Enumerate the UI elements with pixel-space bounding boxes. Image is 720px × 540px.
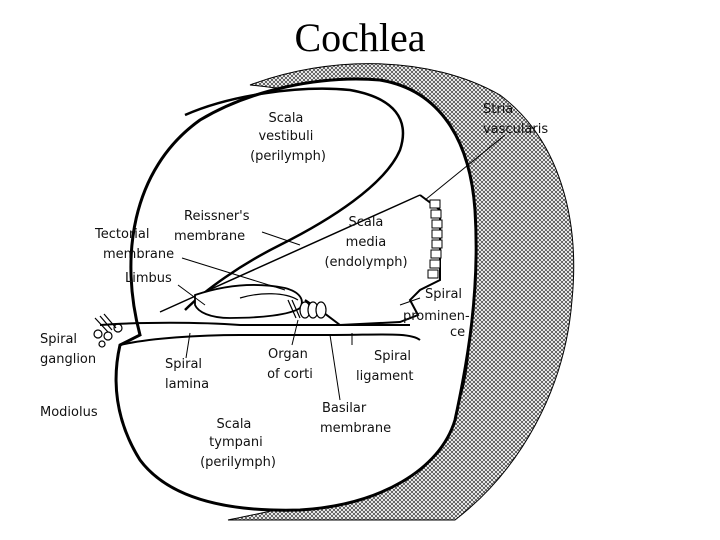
label-scala-vestibuli: Scala vestibuli (perilymph) (250, 111, 326, 164)
label-organ-of-corti: Organ of corti (267, 347, 313, 382)
stria-vascularis-cells (427, 199, 443, 279)
label-spiral-lamina: Spiral lamina (165, 357, 209, 392)
leader-lines (177, 134, 506, 401)
label-spiral-ligament: Spiral ligament (356, 349, 415, 384)
label-modiolus: Modiolus (40, 405, 98, 420)
label-reissners-membrane: Reissner's membrane (174, 209, 254, 244)
label-limbus: Limbus (125, 271, 172, 286)
label-stria-vascularis: Stria vascularis (483, 102, 548, 137)
spiral-ganglion-fibers (93, 313, 123, 348)
scala-tympani-top (119, 333, 421, 346)
organ-of-corti-cells (287, 299, 327, 319)
label-spiral-prominence: Spiral prominen- ce (403, 287, 474, 340)
label-spiral-ganglion: Spiral ganglion (40, 332, 96, 367)
diagram-title: Cochlea (294, 15, 426, 60)
limbus-shape (194, 284, 303, 319)
label-scala-media: Scala media (endolymph) (324, 215, 407, 270)
label-scala-tympani: Scala tympani (perilymph) (200, 417, 276, 470)
label-tectorial-membrane: Tectorial membrane (94, 227, 174, 262)
scala-vestibuli-boundary (184, 87, 405, 311)
label-basilar-membrane: Basilar membrane (320, 401, 391, 436)
tectorial-membrane (239, 293, 299, 301)
